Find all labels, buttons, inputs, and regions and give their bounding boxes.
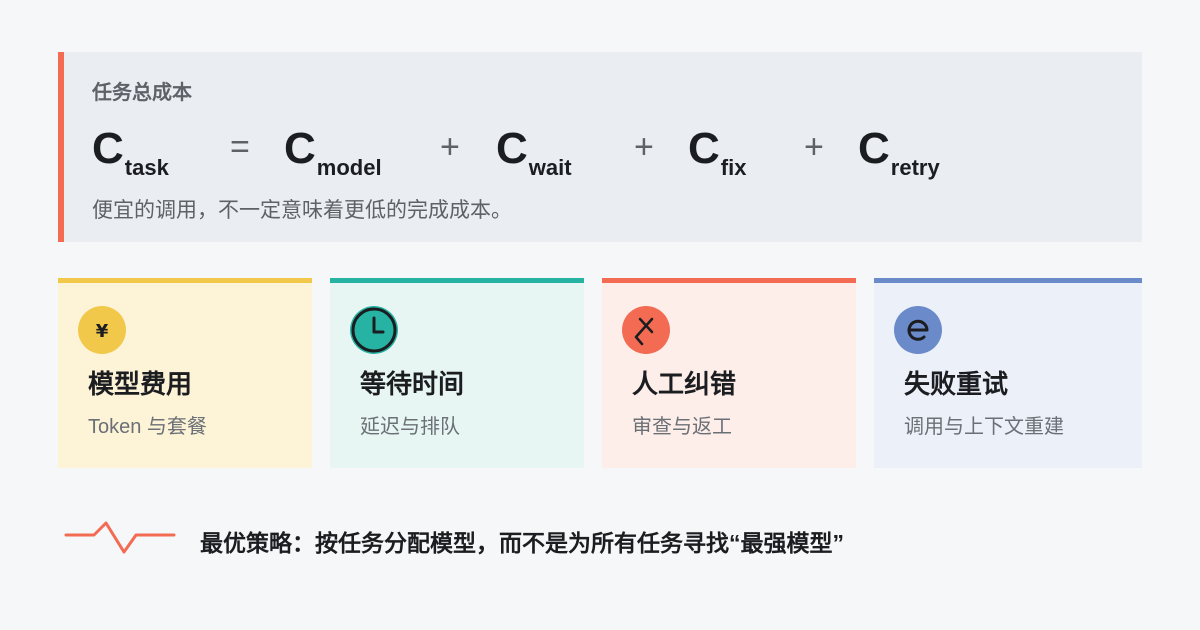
retry-icon: [894, 306, 942, 354]
term-wait-base: C: [496, 124, 528, 173]
footer-text: 最优策略：按任务分配模型，而不是为所有任务寻找“最强模型”: [200, 530, 844, 556]
plus-operator-1: +: [440, 128, 460, 166]
card-manual-fix: 人工纠错 审查与返工: [602, 278, 856, 468]
equals-operator: =: [230, 128, 250, 166]
yen-icon: ¥: [78, 306, 126, 354]
card-model-cost: ¥ 模型费用 Token 与套餐: [58, 278, 312, 468]
formula-subtitle: 便宜的调用，不一定意味着更低的完成成本。: [92, 199, 512, 222]
card-subtitle: 延迟与排队: [360, 416, 460, 438]
footer-strategy: 最优策略：按任务分配模型，而不是为所有任务寻找“最强模型”: [64, 510, 1144, 570]
term-task-base: C: [92, 124, 124, 173]
formula-row: Ctask = Cmodel + Cwait + Cfix + Cretry: [92, 122, 1132, 192]
term-retry-base: C: [858, 124, 890, 173]
formula-panel: 任务总成本 Ctask = Cmodel + Cwait + Cfix + Cr…: [58, 52, 1142, 242]
card-accent-bar: [330, 278, 584, 283]
card-subtitle: 审查与返工: [632, 416, 732, 438]
term-wait-sub: wait: [528, 155, 572, 180]
pulse-icon: [64, 521, 176, 554]
term-model-sub: model: [316, 155, 382, 180]
card-subtitle: Token 与套餐: [88, 416, 207, 438]
card-title: 失败重试: [904, 369, 1009, 399]
card-accent-bar: [602, 278, 856, 283]
term-model-base: C: [284, 124, 316, 173]
term-fix-sub: fix: [720, 155, 747, 180]
card-title: 模型费用: [88, 369, 193, 399]
term-retry-sub: retry: [890, 155, 940, 180]
term-model: Cmodel: [284, 122, 382, 180]
clock-icon: [350, 306, 398, 354]
term-fix: Cfix: [688, 122, 746, 180]
plus-operator-2: +: [634, 128, 654, 166]
card-title: 人工纠错: [632, 369, 737, 399]
card-title: 等待时间: [360, 369, 465, 399]
plus-operator-3: +: [804, 128, 824, 166]
card-accent-bar: [58, 278, 312, 283]
term-retry: Cretry: [858, 122, 940, 180]
yen-glyph: ¥: [96, 321, 109, 342]
term-task-sub: task: [124, 155, 169, 180]
formula-title: 任务总成本: [92, 82, 192, 104]
edit-fix-icon: [622, 306, 670, 354]
card-retry: 失败重试 调用与上下文重建: [874, 278, 1142, 468]
term-task: Ctask: [92, 122, 169, 180]
card-accent-bar: [874, 278, 1142, 283]
term-wait: Cwait: [496, 122, 572, 180]
card-wait-time: 等待时间 延迟与排队: [330, 278, 584, 468]
formula-accent-bar: [58, 52, 64, 242]
card-subtitle: 调用与上下文重建: [904, 416, 1064, 438]
term-fix-base: C: [688, 124, 720, 173]
